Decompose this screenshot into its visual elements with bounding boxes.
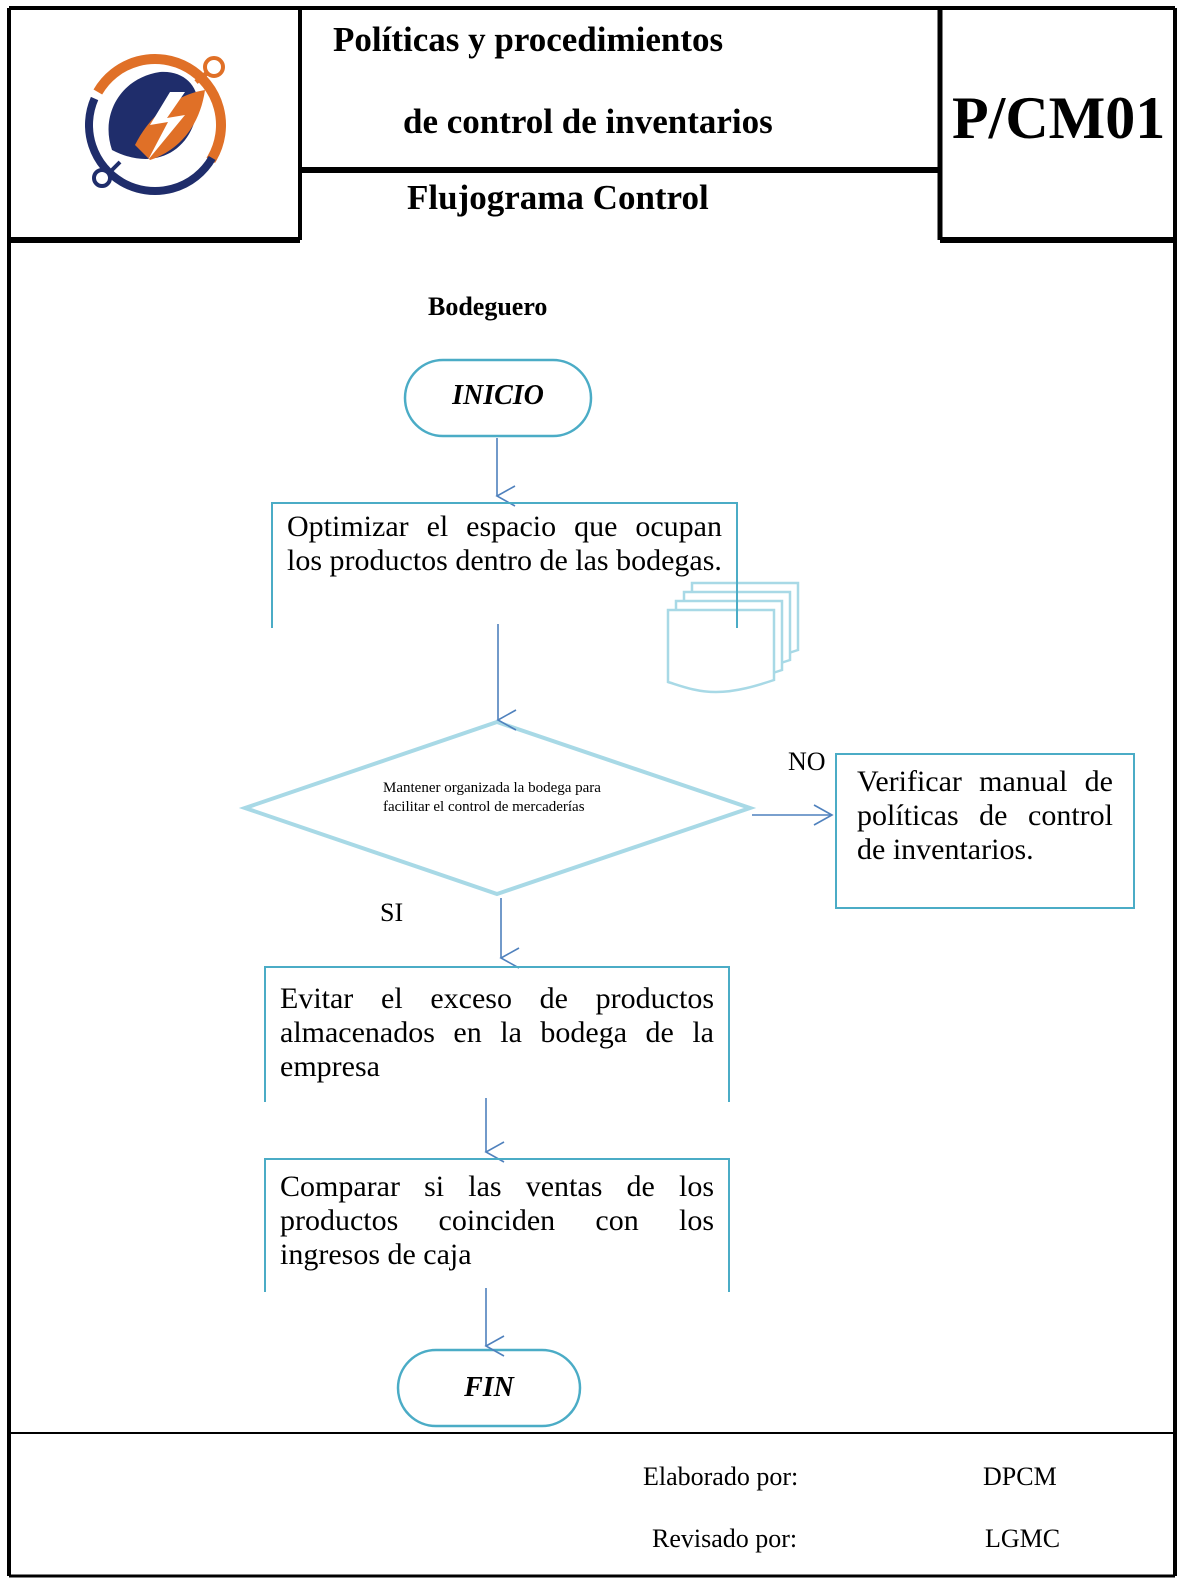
step-compare-sales: Comparar si las ventas de los productos … [264,1158,730,1292]
start-terminal [403,358,593,438]
document-title-line2: de control de inventarios [403,102,773,141]
decision-text: Mantener organizada la bodega para facil… [383,780,601,815]
yes-label: SI [380,898,404,927]
page-frame [7,6,1177,1578]
prepared-by-value: DPCM [983,1462,1057,1491]
prepared-by-label: Elaborado por: [643,1462,799,1491]
no-label: NO [788,747,826,776]
document-subtitle: Flujograma Control [407,178,709,217]
document-code: P/CM01 [952,85,1166,151]
reviewed-by-label: Revisado por: [652,1524,798,1553]
document-stack-icon [666,581,800,694]
lane-label: Bodeguero [428,292,548,321]
decision-diamond [238,719,757,897]
reviewed-by-value: LGMC [985,1524,1061,1553]
step-optimize-space: Optimizar el espacio que ocupan los prod… [271,502,738,628]
start-label: INICIO [452,380,544,411]
end-label: FIN [464,1372,514,1403]
step-verify-manual: Verificar manual de políticas de control… [835,753,1135,909]
flow-arrows [484,438,834,1357]
document-title-line1: Políticas y procedimientos [333,20,724,59]
step-avoid-excess: Evitar el exceso de productos almacenado… [264,966,730,1102]
lightning-gear-logo [84,54,226,197]
